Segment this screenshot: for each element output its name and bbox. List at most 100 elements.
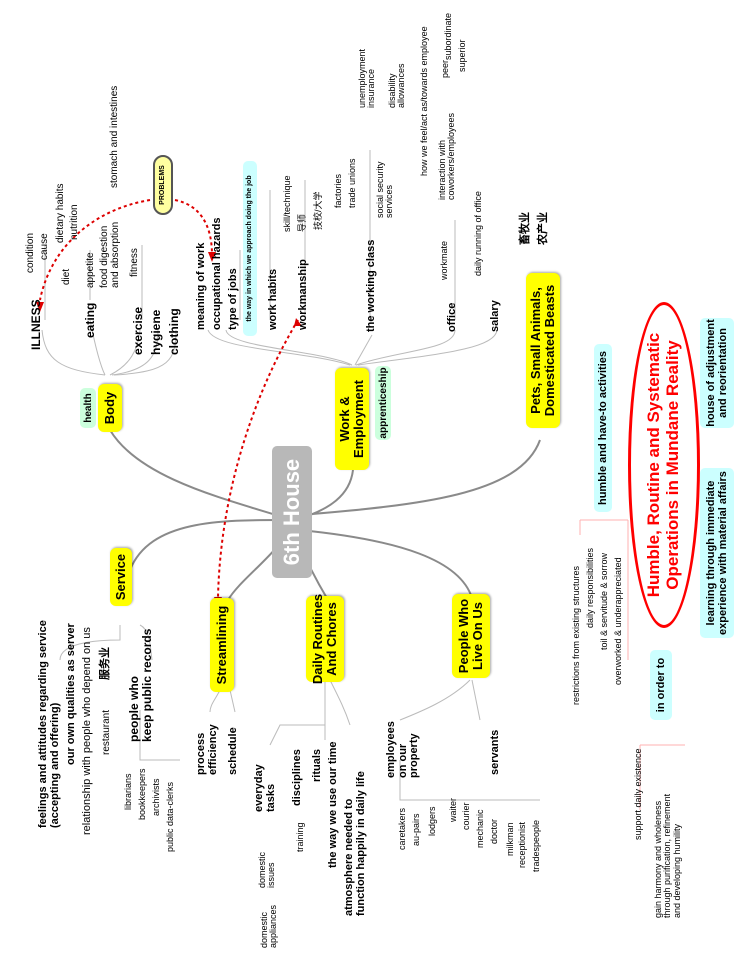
label-lodgers: lodgers	[427, 806, 437, 836]
label-restrictions: restrictions from existing structures	[571, 565, 581, 705]
label-trade-unions: trade unions	[347, 158, 357, 208]
label-workmanship: workmanship	[297, 259, 309, 330]
label-feel: how we feel/act as/towards employee	[419, 26, 429, 176]
label-milkman: milkman	[505, 822, 515, 856]
label-peer: peer	[440, 59, 450, 78]
label-employees-property: employees on our property	[385, 721, 421, 778]
label-time: the way we use our time	[327, 741, 339, 868]
label-daily-running: daily running of office	[473, 191, 483, 276]
label-hygiene: hygiene	[149, 309, 163, 355]
note-way-job: the way in which we approach doing the j…	[243, 161, 257, 336]
label-subordinate: subordinate	[443, 12, 453, 60]
node-work[interactable]: Work & Employment	[335, 368, 369, 470]
label-doctor: doctor	[489, 818, 499, 844]
label-illness: ILLNESS	[29, 299, 43, 350]
tag-health: health	[80, 388, 96, 428]
label-data-clerks: public data-clerks	[165, 781, 175, 852]
label-daily-responsibilities: daily responsibilities	[585, 547, 595, 628]
label-gain: gain harmony and wholeness through purif…	[653, 793, 682, 918]
label-meaning-of-work: meaning of work	[195, 242, 207, 330]
node-people[interactable]: People Who Live On Us	[452, 594, 490, 678]
label-mentor: 导师	[297, 213, 307, 232]
label-feelings: feelings and attitudes regarding service…	[37, 620, 61, 828]
node-daily[interactable]: Daily Routines And Chores	[306, 594, 344, 684]
label-condition: condition	[25, 232, 36, 273]
node-pets[interactable]: Pets, Small Animals, Domesticated Beasts	[526, 273, 560, 428]
tag-apprenticeship: apprenticeship	[375, 366, 391, 440]
problems-to-hazards	[174, 199, 213, 256]
label-superior: superior	[457, 39, 467, 72]
label-rituals: rituals	[311, 748, 323, 782]
label-social-security: social security services	[375, 161, 395, 218]
label-overworked: overworked & underappreciated	[613, 557, 623, 685]
center-node[interactable]: 6th House	[272, 446, 312, 578]
label-working-class: the working class	[365, 239, 377, 332]
label-servants: servants	[489, 729, 501, 775]
label-workmate: workmate	[439, 240, 449, 280]
label-waiter: waiter	[448, 797, 458, 822]
label-cause: cause	[39, 233, 50, 260]
label-exercise: exercise	[131, 306, 145, 355]
label-receptionist: receptionist	[517, 821, 527, 868]
label-courier: courier	[461, 802, 471, 830]
label-librarians: librarians	[123, 773, 133, 810]
label-public-records: people who keep public records	[127, 628, 154, 742]
label-tradespeople: tradespeople	[531, 819, 541, 872]
bracket-restrictions	[579, 519, 629, 660]
branch-service	[129, 519, 286, 571]
label-school: 技校/大学	[313, 191, 323, 230]
label-work-habits: work habits	[267, 268, 279, 330]
label-atmosphere: atmosphere needed to function happily in…	[343, 771, 367, 916]
label-agriculture: 农产业	[537, 212, 549, 245]
label-disability: disability allowances	[387, 63, 407, 108]
problems-node[interactable]: PROBLEMS	[153, 155, 173, 215]
label-training: training	[295, 822, 305, 852]
label-domestic-appliances: domestic appliances	[259, 904, 279, 948]
label-process-efficiency: process efficiency	[195, 724, 219, 775]
label-animal-husbandry: 畜牧业	[519, 212, 531, 245]
label-caretakers: caretakers	[397, 807, 407, 850]
label-everyday-tasks: everyday tasks	[253, 764, 277, 812]
bracket-support	[639, 744, 685, 810]
label-eating: eating	[83, 302, 97, 338]
workmanship-to-stream	[217, 319, 299, 599]
label-skill: skill/technique	[282, 175, 292, 232]
label-support: support daily existence	[633, 748, 643, 840]
label-relationship: relationship with people who depend on u…	[81, 627, 93, 835]
theme-oval[interactable]: Humble, Routine and Systematic Operation…	[628, 302, 700, 628]
branch-people	[299, 529, 473, 599]
node-service[interactable]: Service	[110, 548, 132, 606]
label-fitness: fitness	[129, 248, 140, 277]
note-learning: learning through immediate experience wi…	[700, 468, 734, 638]
label-clothing: clothing	[167, 308, 181, 355]
label-appetite: appetite	[85, 252, 96, 288]
note-humble-activities: humble and have-to activities	[594, 344, 612, 512]
label-qualities: our own qualities as server	[65, 623, 77, 765]
label-type-of-jobs: type of jobs	[227, 268, 239, 330]
label-nutrition: nutrition	[69, 204, 80, 240]
node-streamlining[interactable]: Streamlining	[210, 598, 234, 692]
label-bookkeepers: bookkeepers	[137, 768, 147, 820]
label-stomach: stomach and intestines	[109, 85, 120, 188]
branch-pets	[299, 439, 541, 516]
label-au-pairs: au-pairs	[411, 813, 421, 846]
label-diet: diet	[61, 268, 72, 285]
label-occupational-hazards: occupational hazards	[211, 217, 223, 330]
label-mechanic: mechanic	[475, 809, 485, 848]
note-in-order-to: in order to	[650, 650, 672, 720]
label-disciplines: disciplines	[291, 749, 303, 806]
label-factories: factories	[333, 173, 343, 208]
branch-body	[109, 429, 293, 521]
node-body[interactable]: Body	[98, 384, 122, 432]
label-dietary-habits: dietary habits	[55, 183, 66, 243]
label-office: office	[446, 302, 458, 332]
label-schedule: schedule	[227, 727, 239, 775]
label-domestic-issues: domestic issues	[257, 851, 277, 888]
label-archivists: archivists	[151, 778, 161, 816]
problems-to-illness	[39, 199, 151, 301]
label-service-industry: 服务业	[99, 647, 111, 680]
label-digestion: food digestion and absorption	[99, 221, 121, 288]
label-salary: salary	[489, 300, 501, 332]
label-restaurant: restaurant	[101, 709, 112, 755]
label-interaction: interaction with coworkers/employees	[437, 112, 457, 200]
